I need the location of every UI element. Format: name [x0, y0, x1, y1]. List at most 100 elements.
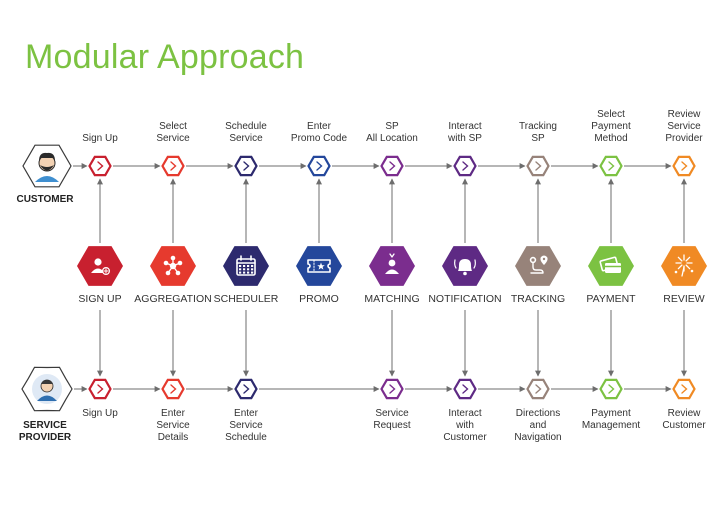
- module-label-6: TRACKING: [511, 293, 565, 305]
- provider-step-node-8: [672, 378, 696, 400]
- chevron-right-icon: [608, 384, 615, 394]
- bell-icon: [454, 259, 476, 276]
- customer-step-node-5-hex: [453, 155, 477, 177]
- customer-step-node-4: [380, 155, 404, 177]
- chevron-right-icon: [389, 384, 396, 394]
- chevron-right-icon: [681, 384, 688, 394]
- bearded-man-icon: [35, 152, 59, 182]
- chevron-right-icon: [535, 384, 542, 394]
- customer-step-label-6-line: Tracking: [519, 121, 557, 132]
- module-label-4: MATCHING: [364, 293, 419, 305]
- module-2: [223, 246, 269, 286]
- customer-step-node-0: [88, 155, 112, 177]
- chevron-right-icon: [681, 161, 688, 171]
- module-5: [442, 246, 488, 286]
- customer-step-label-8-line: Service: [667, 121, 701, 132]
- provider-step-label-5-line: Customer: [443, 432, 487, 443]
- page-title: Modular Approach: [25, 38, 305, 76]
- provider-step-label-7-line: Payment: [591, 408, 631, 419]
- provider-step-node-2-hex: [234, 378, 258, 400]
- module-label-0: SIGN UP: [78, 293, 121, 305]
- provider-step-node-6-hex: [526, 378, 550, 400]
- provider-step-label-6-line: and: [530, 420, 547, 431]
- module-label-3: PROMO: [299, 293, 339, 305]
- chevron-right-icon: [243, 384, 250, 394]
- customer-step-label-8-line: Review: [668, 109, 702, 120]
- module-7: [588, 246, 634, 286]
- customer-step-node-7-hex: [599, 155, 623, 177]
- service-person-icon: [32, 374, 62, 404]
- provider-step-label-4-line: Service: [375, 408, 409, 419]
- module-8: [661, 246, 707, 286]
- customer-step-node-5: [453, 155, 477, 177]
- credit-card-icon: [599, 256, 622, 273]
- person-match-icon: [385, 253, 399, 274]
- chevron-right-icon: [170, 384, 177, 394]
- module-4: [369, 246, 415, 286]
- customer-step-node-1: [161, 155, 185, 177]
- customer-step-node-1-hex: [161, 155, 185, 177]
- module-0: [77, 246, 123, 286]
- provider-step-node-6: [526, 378, 550, 400]
- calendar-icon: [236, 255, 256, 276]
- customer-step-node-6-hex: [526, 155, 550, 177]
- module-label-8: REVIEW: [663, 293, 705, 305]
- customer-step-label-2-line: Schedule: [225, 121, 267, 132]
- provider-step-label-5-line: Interact: [448, 408, 482, 419]
- customer-step-label-7-line: Select: [597, 109, 625, 120]
- module-3: [296, 246, 342, 286]
- module-1: [150, 246, 196, 286]
- provider-step-label-4-line: Request: [373, 420, 410, 431]
- module-label-2: SCHEDULER: [214, 293, 279, 305]
- customer-step-node-6: [526, 155, 550, 177]
- customer-step-node-2-hex: [234, 155, 258, 177]
- user-add-icon: [91, 258, 110, 276]
- provider-step-label-1-line: Enter: [161, 408, 186, 419]
- provider-step-node-7-hex: [599, 378, 623, 400]
- customer-step-label-7-line: Method: [594, 133, 627, 144]
- customer-step-node-7: [599, 155, 623, 177]
- chevron-right-icon: [608, 161, 615, 171]
- module-hex-2: [223, 246, 269, 286]
- fireworks-icon: [674, 254, 694, 277]
- chevron-right-icon: [243, 161, 250, 171]
- service-provider-label-line: SERVICE: [23, 420, 67, 431]
- customer-step-node-8: [672, 155, 696, 177]
- provider-step-node-1-hex: [161, 378, 185, 400]
- provider-step-label-1-line: Details: [158, 432, 189, 443]
- module-6: [515, 246, 561, 286]
- chevron-right-icon: [170, 161, 177, 171]
- provider-step-label-1-line: Service: [156, 420, 190, 431]
- customer-step-label-7-line: Payment: [591, 121, 631, 132]
- provider-step-label-2-line: Service: [229, 420, 263, 431]
- provider-step-label-8-line: Review: [668, 408, 702, 419]
- chevron-right-icon: [316, 161, 323, 171]
- provider-step-label-6-line: Navigation: [514, 432, 561, 443]
- customer-step-label-1-line: Select: [159, 121, 187, 132]
- provider-step-label-6-line: Directions: [516, 408, 560, 419]
- customer-step-label-0-line: Sign Up: [82, 133, 118, 144]
- chevron-right-icon: [97, 161, 104, 171]
- customer-step-label-5-line: Interact: [448, 121, 482, 132]
- customer-step-label-1-line: Service: [156, 133, 190, 144]
- customer-step-label-3-line: Enter: [307, 121, 332, 132]
- customer-step-label-2-line: Service: [229, 133, 263, 144]
- customer-step-label-3-line: Promo Code: [291, 133, 348, 144]
- ticket-icon: [307, 259, 331, 273]
- chevron-right-icon: [462, 161, 469, 171]
- module-hex-0: [77, 246, 123, 286]
- provider-step-label-7-line: Management: [582, 420, 641, 431]
- provider-step-label-0-line: Sign Up: [82, 408, 118, 419]
- customer-step-node-3-hex: [307, 155, 331, 177]
